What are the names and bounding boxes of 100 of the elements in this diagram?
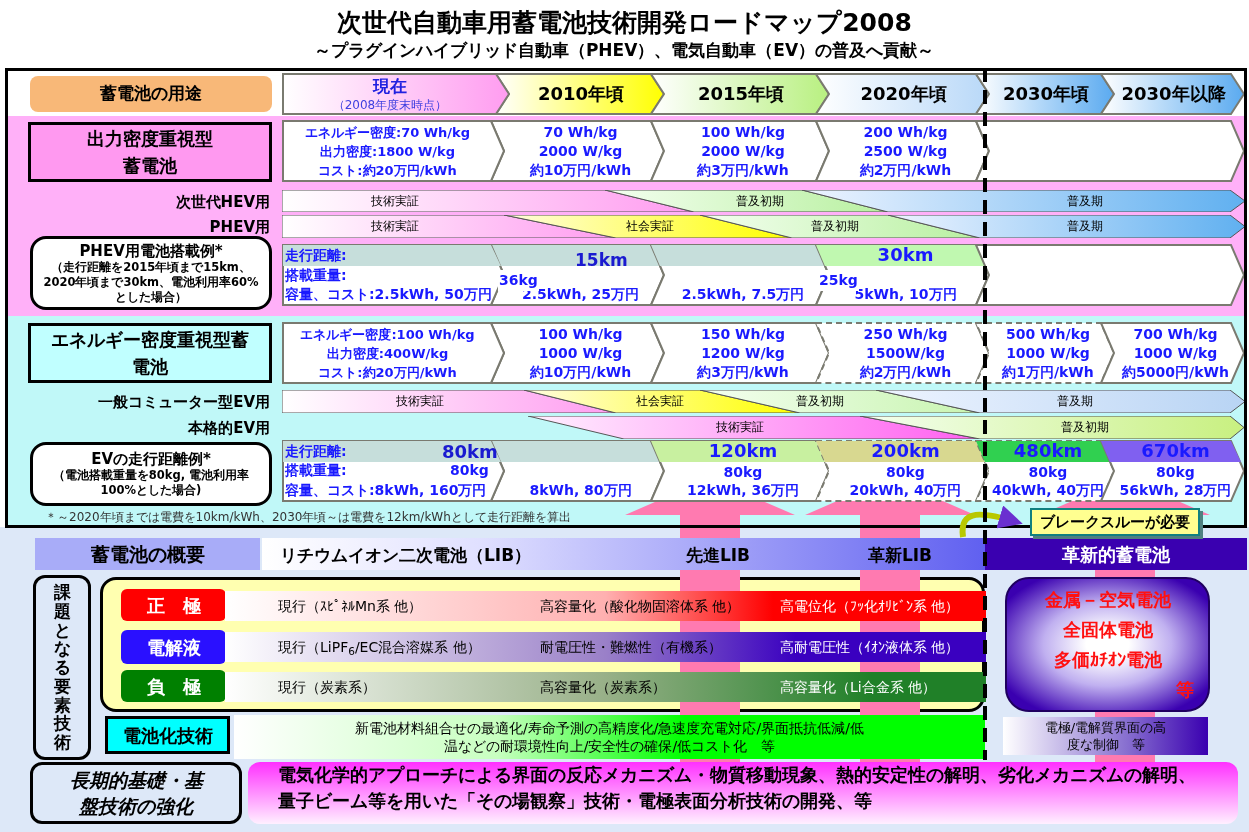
stage-box — [650, 322, 830, 384]
label-box — [985, 538, 1247, 570]
battery-panel — [1005, 577, 1210, 712]
label-box — [28, 122, 272, 182]
spec-text: 出力密度:1800 W/kg — [320, 142, 455, 161]
period-text: 現在 — [373, 77, 407, 95]
spec-text: コスト:約20万円/kWh — [318, 363, 457, 382]
phase-text: 普及初期 — [736, 193, 784, 209]
spec-text: 150 Wh/kg — [701, 324, 785, 344]
stage-box — [650, 440, 830, 502]
spec-text: 56kWh, 28万円 — [1119, 481, 1232, 499]
row-label: 本格的EV用 — [188, 418, 270, 439]
spec-text: 700 Wh/kg — [1133, 324, 1218, 344]
example-box — [30, 236, 272, 310]
tech-text: 高耐電圧性（ｲｵﾝ液体系 他） — [780, 638, 960, 657]
phase-text: 普及期 — [1067, 218, 1103, 234]
phase-bar — [528, 416, 1245, 439]
stage-box — [975, 120, 1245, 182]
spec-text: 80kg — [1028, 462, 1068, 481]
footnote: ＊～2020年頃までは電費を10km/kWh、2030年頃～は電費を12km/kWhとして走行距離を算出 — [45, 509, 571, 526]
example-box — [30, 442, 272, 506]
spec-text: 200 Wh/kg — [863, 122, 948, 142]
stage-box — [490, 322, 665, 384]
spec-text: コスト:約20万円/kWh — [318, 161, 457, 180]
box-text: 電解液 — [146, 635, 201, 660]
range-text: 80km — [442, 441, 498, 463]
spec-text: 1000 W/kg — [1006, 343, 1090, 363]
example-title: EVの走行距離例* — [91, 450, 211, 468]
tech-text: 現行（LiPF$_{6}$/EC混合溶媒系 他） — [278, 638, 481, 658]
spec-text: 500 Wh/kg — [1006, 324, 1090, 344]
box-text: 革新的蓄電池 — [1062, 542, 1170, 567]
range-text: 120km — [708, 440, 778, 462]
spec-text: 250 Wh/kg — [863, 324, 948, 344]
row-label: PHEV用 — [209, 217, 270, 238]
box-text: エネルギー密度重視型蓄電池 — [50, 328, 250, 379]
label-box — [121, 589, 226, 621]
spec-text: 搭載重量: — [285, 265, 347, 284]
tech-text: 高容量化（酸化物固溶体系 他） — [540, 597, 741, 616]
value-label: 15km — [575, 249, 628, 272]
stage-box — [650, 120, 830, 182]
stage-box — [490, 120, 665, 182]
stage-box — [815, 322, 990, 384]
period-text: 2015年頃 — [697, 85, 785, 103]
box-text: 電気化学的アプローチによる界面の反応メカニズム・物質移動現象、熱的安定性の解明、劣化メカニズムの解明、量子ビーム等を用いた「その場観察」技術・電極表面分析技術の開発、等 — [278, 763, 1197, 813]
spec-text: 2.5kWh, 7.5万円 — [681, 285, 805, 303]
spec-text: 100 Wh/kg — [538, 324, 623, 344]
stage-box — [282, 440, 505, 502]
label-box — [105, 716, 230, 754]
box-text: 負 極 — [146, 674, 201, 699]
spec-text: 1000 W/kg — [1133, 343, 1218, 363]
spec-text: 2000 W/kg — [538, 141, 623, 161]
phase-text: 社会実証 — [626, 218, 674, 234]
battery-text: 等 — [1176, 678, 1194, 701]
phase-text: 普及初期 — [796, 393, 844, 409]
example-note: （電池搭載重量を80kg, 電池利用率100%とした場合) — [51, 468, 251, 498]
phase-text: 技術実証 — [396, 393, 444, 409]
stage-box — [975, 244, 1245, 306]
spec-text: 出力密度:400W/kg — [326, 344, 449, 363]
spec-text: 80kg — [723, 462, 763, 481]
spec-text: 約1万円/kWh — [1002, 362, 1094, 382]
band-text: 革新LIB — [867, 544, 933, 567]
label-box — [30, 762, 242, 824]
spec-text: 約3万円/kWh — [697, 160, 789, 180]
phase-text: 普及初期 — [811, 218, 859, 234]
tech-row — [225, 591, 986, 621]
spec-text: エネルギー密度:70 Wh/kg — [304, 123, 471, 142]
label-box — [234, 715, 985, 759]
phase-bar — [282, 215, 1245, 238]
box-text: 蓄電池の用途 — [100, 82, 202, 106]
period-note: （2008年度末時点） — [332, 98, 448, 111]
tech-text: 高容量化（Li合金系 他） — [780, 678, 937, 697]
spec-text: 2500 W/kg — [863, 141, 948, 161]
spec-text: 約10万円/kWh — [529, 362, 632, 382]
spec-text: 2000 W/kg — [701, 141, 785, 161]
battery-text: 多価ｶﾁｵﾝ電池 — [1053, 648, 1162, 671]
phase-text: 技術実証 — [371, 193, 419, 209]
panel — [100, 577, 985, 712]
stage-box — [815, 120, 990, 182]
row-label: 一般コミューター型EV用 — [98, 392, 270, 413]
spec-text: 約2万円/kWh — [859, 362, 952, 382]
period-text: 2030年頃 — [1002, 85, 1090, 103]
stage-box — [282, 73, 510, 115]
period-text: 2010年頃 — [537, 85, 625, 103]
range-text: 480km — [1013, 440, 1083, 462]
box-text: ブレークスルーが必要 — [1040, 511, 1190, 533]
band-text: リチウムイオン二次電池（LIB） — [280, 544, 532, 567]
example-title: PHEV用電池搭載例* — [79, 241, 223, 260]
phase-text: 普及期 — [1057, 393, 1093, 409]
spec-text: 12kWh, 36万円 — [687, 481, 799, 499]
label-box — [1030, 508, 1200, 536]
spec-text: 走行距離: — [285, 246, 347, 264]
range-text: 670km — [1141, 440, 1210, 462]
box-text: 新電池材料組合せの最適化/寿命予測の高精度化/急速度充電対応/界面抵抗低減/低温などの耐環境性向上/安全性の確保/低コスト化 等 — [354, 719, 865, 755]
label-box — [35, 538, 260, 570]
label-box — [33, 575, 91, 760]
tech-text: 耐電圧性・難燃性（有機系） — [540, 638, 722, 657]
stage-box — [282, 322, 505, 384]
spec-text: 20kWh, 40万円 — [849, 481, 962, 499]
tech-text: 高電位化（ﾌｯ化ｵﾘﾋﾞﾝ系 他） — [780, 597, 960, 616]
box-text: 出力密度重視型蓄電池 — [86, 127, 214, 178]
